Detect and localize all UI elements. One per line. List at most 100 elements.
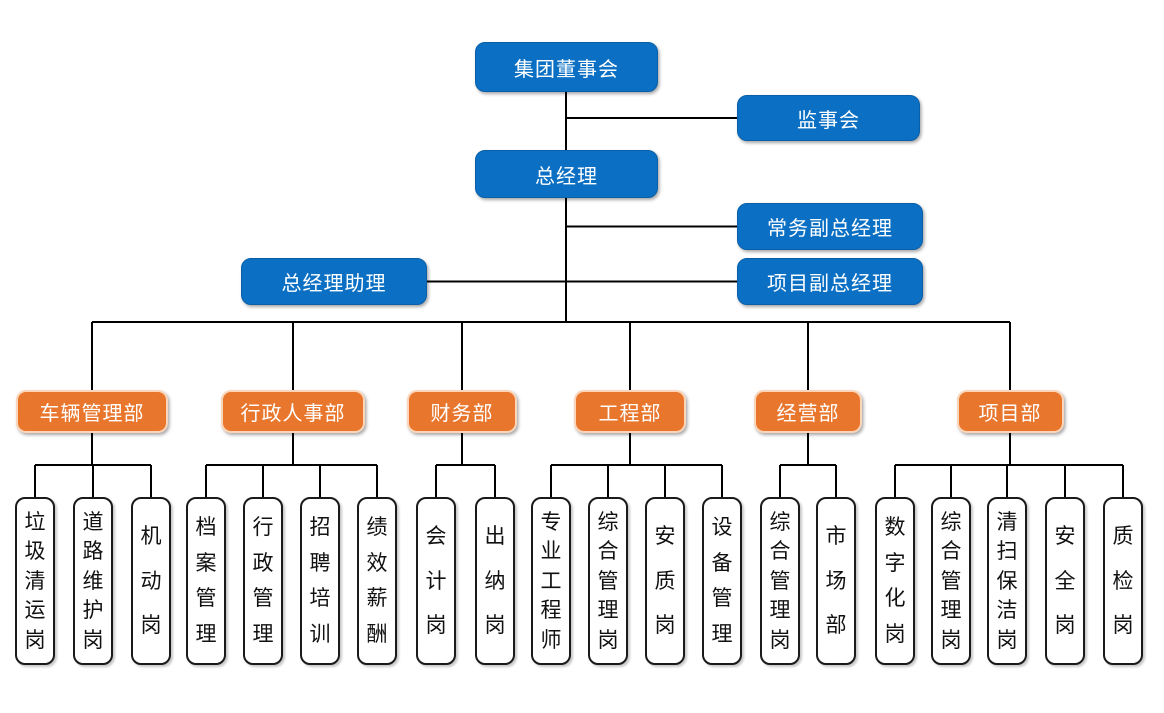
position-char: 管	[597, 569, 619, 593]
position-box[interactable]: 设备管理	[702, 497, 742, 665]
position-char: 理	[940, 599, 962, 622]
dept-box-6[interactable]: 项目部	[956, 390, 1064, 433]
position-char: 政	[252, 551, 274, 575]
position-char: 岗	[1054, 613, 1076, 637]
position-char: 理	[195, 622, 217, 646]
position-char: 质	[1112, 525, 1134, 549]
position-char: 行	[252, 516, 274, 540]
position-box[interactable]: 垃圾清运岗	[15, 497, 55, 665]
position-char: 管	[940, 569, 962, 593]
position-char: 管	[769, 569, 791, 593]
position-char: 训	[309, 622, 331, 646]
position-char: 保	[996, 569, 1018, 593]
position-char: 质	[654, 569, 676, 593]
node-project-deputy-gm[interactable]: 项目副总经理	[737, 258, 923, 305]
position-char: 综	[597, 510, 619, 534]
position-char: 理	[597, 599, 619, 622]
position-char: 薪	[366, 587, 388, 611]
position-box[interactable]: 综合管理岗	[760, 497, 800, 665]
position-char: 扫	[996, 540, 1018, 563]
position-char: 维	[82, 569, 104, 593]
position-char: 设	[711, 516, 733, 540]
position-box[interactable]: 市场部	[816, 497, 856, 665]
position-char: 机	[140, 525, 162, 549]
position-char: 岗	[425, 613, 447, 637]
position-char: 字	[884, 551, 906, 575]
position-char: 绩	[366, 516, 388, 540]
position-box[interactable]: 清扫保洁岗	[987, 497, 1027, 665]
position-char: 全	[1054, 569, 1076, 593]
position-char: 岗	[597, 628, 619, 652]
position-char: 酬	[366, 622, 388, 646]
dept-box-4[interactable]: 工程部	[574, 390, 686, 433]
position-char: 招	[309, 516, 331, 540]
position-char: 综	[769, 510, 791, 534]
position-char: 化	[884, 587, 906, 611]
position-char: 合	[597, 540, 619, 563]
position-box[interactable]: 数字化岗	[875, 497, 915, 665]
position-char: 场	[825, 569, 847, 593]
position-char: 运	[24, 599, 46, 622]
position-char: 出	[484, 525, 506, 549]
position-box[interactable]: 档案管理	[186, 497, 226, 665]
position-char: 岗	[82, 628, 104, 652]
position-char: 档	[195, 516, 217, 540]
position-char: 洁	[996, 599, 1018, 622]
position-char: 清	[996, 510, 1018, 534]
position-box[interactable]: 机动岗	[131, 497, 171, 665]
position-box[interactable]: 道路维护岗	[73, 497, 113, 665]
position-char: 管	[195, 587, 217, 611]
position-char: 岗	[140, 613, 162, 637]
position-char: 道	[82, 510, 104, 534]
position-box[interactable]: 会计岗	[416, 497, 456, 665]
position-box[interactable]: 综合管理岗	[931, 497, 971, 665]
position-box[interactable]: 综合管理岗	[588, 497, 628, 665]
node-general-manager[interactable]: 总经理	[475, 150, 658, 198]
node-supervisory-board[interactable]: 监事会	[737, 95, 920, 141]
position-char: 合	[940, 540, 962, 563]
position-char: 清	[24, 569, 46, 593]
position-box[interactable]: 出纳岗	[475, 497, 515, 665]
position-char: 数	[884, 516, 906, 540]
node-gm-assistant[interactable]: 总经理助理	[241, 258, 427, 305]
position-box[interactable]: 行政管理	[243, 497, 283, 665]
position-char: 岗	[940, 628, 962, 652]
position-char: 师	[540, 628, 562, 652]
position-box[interactable]: 绩效薪酬	[357, 497, 397, 665]
position-char: 理	[711, 622, 733, 646]
node-board-of-directors[interactable]: 集团董事会	[475, 42, 658, 92]
dept-box-2[interactable]: 行政人事部	[221, 390, 365, 433]
position-char: 岗	[769, 628, 791, 652]
position-char: 程	[540, 599, 562, 622]
position-char: 备	[711, 551, 733, 575]
position-char: 会	[425, 525, 447, 549]
position-char: 计	[425, 569, 447, 593]
node-executive-deputy-gm[interactable]: 常务副总经理	[737, 203, 923, 250]
position-char: 岗	[1112, 613, 1134, 637]
position-char: 岗	[484, 613, 506, 637]
position-char: 圾	[24, 540, 46, 563]
position-char: 聘	[309, 551, 331, 575]
position-box[interactable]: 专业工程师	[531, 497, 571, 665]
dept-box-3[interactable]: 财务部	[407, 390, 517, 433]
position-box[interactable]: 质检岗	[1103, 497, 1143, 665]
dept-box-1[interactable]: 车辆管理部	[16, 390, 168, 433]
position-char: 合	[769, 540, 791, 563]
position-char: 岗	[654, 613, 676, 637]
position-char: 综	[940, 510, 962, 534]
position-char: 检	[1112, 569, 1134, 593]
position-box[interactable]: 安全岗	[1045, 497, 1085, 665]
position-char: 动	[140, 569, 162, 593]
position-char: 专	[540, 510, 562, 534]
position-char: 业	[540, 540, 562, 563]
dept-box-5[interactable]: 经营部	[754, 390, 862, 433]
position-box[interactable]: 招聘培训	[300, 497, 340, 665]
position-char: 培	[309, 587, 331, 611]
position-box[interactable]: 安质岗	[645, 497, 685, 665]
position-char: 理	[252, 622, 274, 646]
position-char: 岗	[884, 622, 906, 646]
position-char: 工	[540, 569, 562, 593]
position-char: 安	[654, 525, 676, 549]
